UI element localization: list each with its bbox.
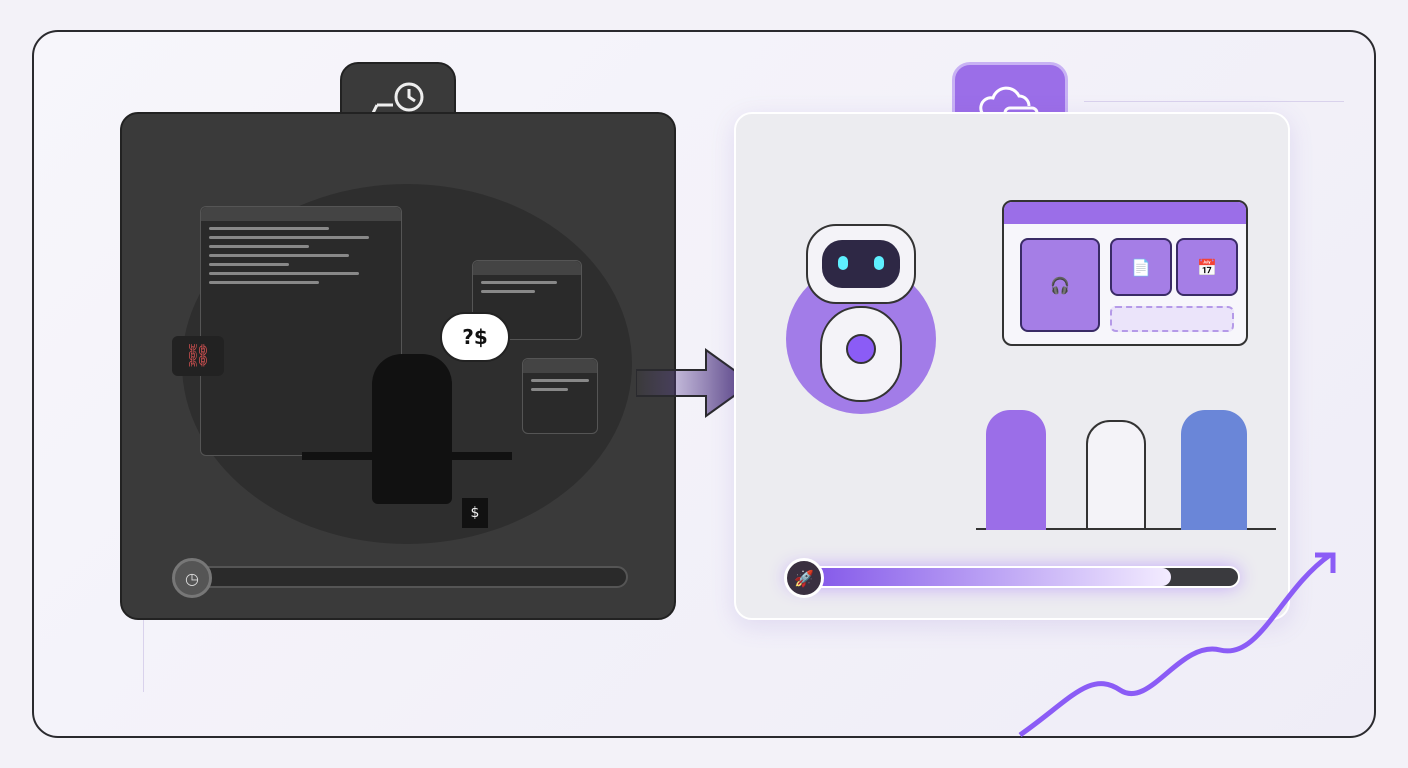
circuit-decoration [1084,42,1344,102]
rocket-icon: 🚀 [784,558,824,598]
worker-silhouette [372,354,452,504]
code-window [200,206,402,456]
thought-bubble: ?$ [440,312,510,362]
desk [302,452,512,460]
code-window [522,358,598,434]
clock-icon: ◷ [172,558,212,598]
document-icon[interactable]: 📄 [1110,238,1172,296]
broken-link-icon: ⛓ [172,336,224,376]
bin: $ [462,498,488,528]
robot-icon [806,224,916,304]
arrow-right-icon [635,348,754,418]
growth-arrow-icon [1018,552,1336,738]
headset-agent-icon[interactable]: 🎧 [1020,238,1100,332]
legacy-progress-bar [174,566,628,588]
calendar-icon[interactable]: 📅 [1176,238,1238,296]
app-window: 🎧 📄 📅 [1002,200,1248,346]
modern-progress-bar [786,566,1240,588]
legacy-panel: ⛓ ?$ $ ◷ [120,112,676,620]
modern-panel: 🎧 📄 📅 🚀 [734,112,1290,620]
people-group [976,370,1276,530]
input-placeholder[interactable] [1110,306,1234,332]
